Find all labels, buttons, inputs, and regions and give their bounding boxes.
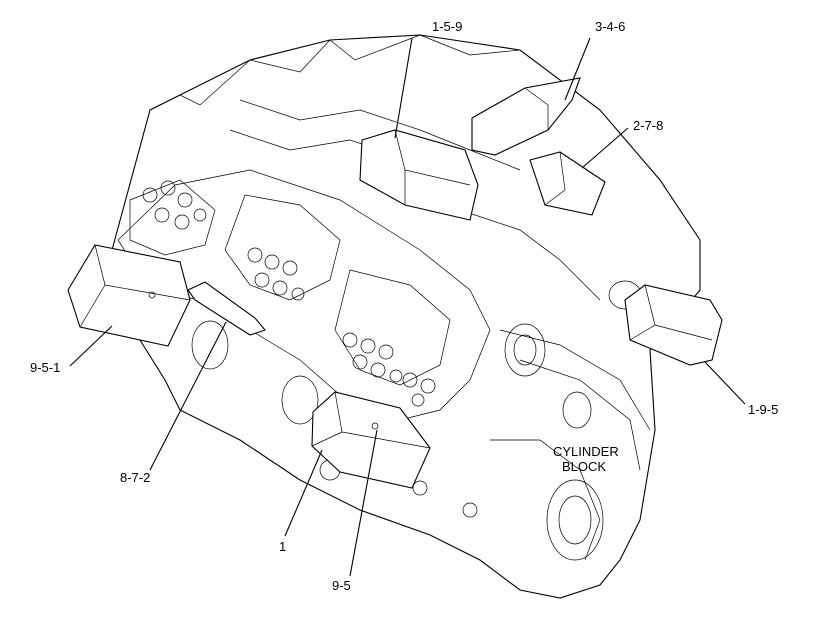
leader-lines <box>69 37 746 577</box>
callout-1-5-9: 1-5-9 <box>432 19 462 34</box>
leader-1-9-5 <box>704 361 746 405</box>
callout-8-7-2: 8-7-2 <box>120 470 150 485</box>
valve-cover-left <box>67 244 191 347</box>
leader-8-7-2 <box>149 321 227 471</box>
leader-2-7-8 <box>581 127 629 169</box>
valve-cover-right <box>529 151 606 216</box>
callout-9-5: 9-5 <box>332 578 351 593</box>
block-label-line1: CYLINDER <box>553 444 619 459</box>
leader-1-5-9 <box>394 37 413 139</box>
valve-cover-far-right <box>624 284 723 366</box>
callout-3-4-6: 3-4-6 <box>595 19 625 34</box>
callout-1: 1 <box>279 539 286 554</box>
valve-cover-top-right <box>471 77 581 156</box>
leader-3-4-6 <box>564 37 591 101</box>
block-label-line2: BLOCK <box>562 459 606 474</box>
cylinder-block-outline <box>111 34 701 599</box>
valve-cover-front <box>311 391 431 489</box>
valve-cover-rear-left <box>359 129 479 221</box>
callout-2-7-8: 2-7-8 <box>633 118 663 133</box>
callout-9-5-1: 9-5-1 <box>30 360 60 375</box>
callout-1-9-5: 1-9-5 <box>748 402 778 417</box>
leader-9-5-1 <box>69 325 113 367</box>
leader-9-5 <box>349 429 378 577</box>
gasket-strip <box>187 281 266 336</box>
leader-1 <box>284 449 323 537</box>
